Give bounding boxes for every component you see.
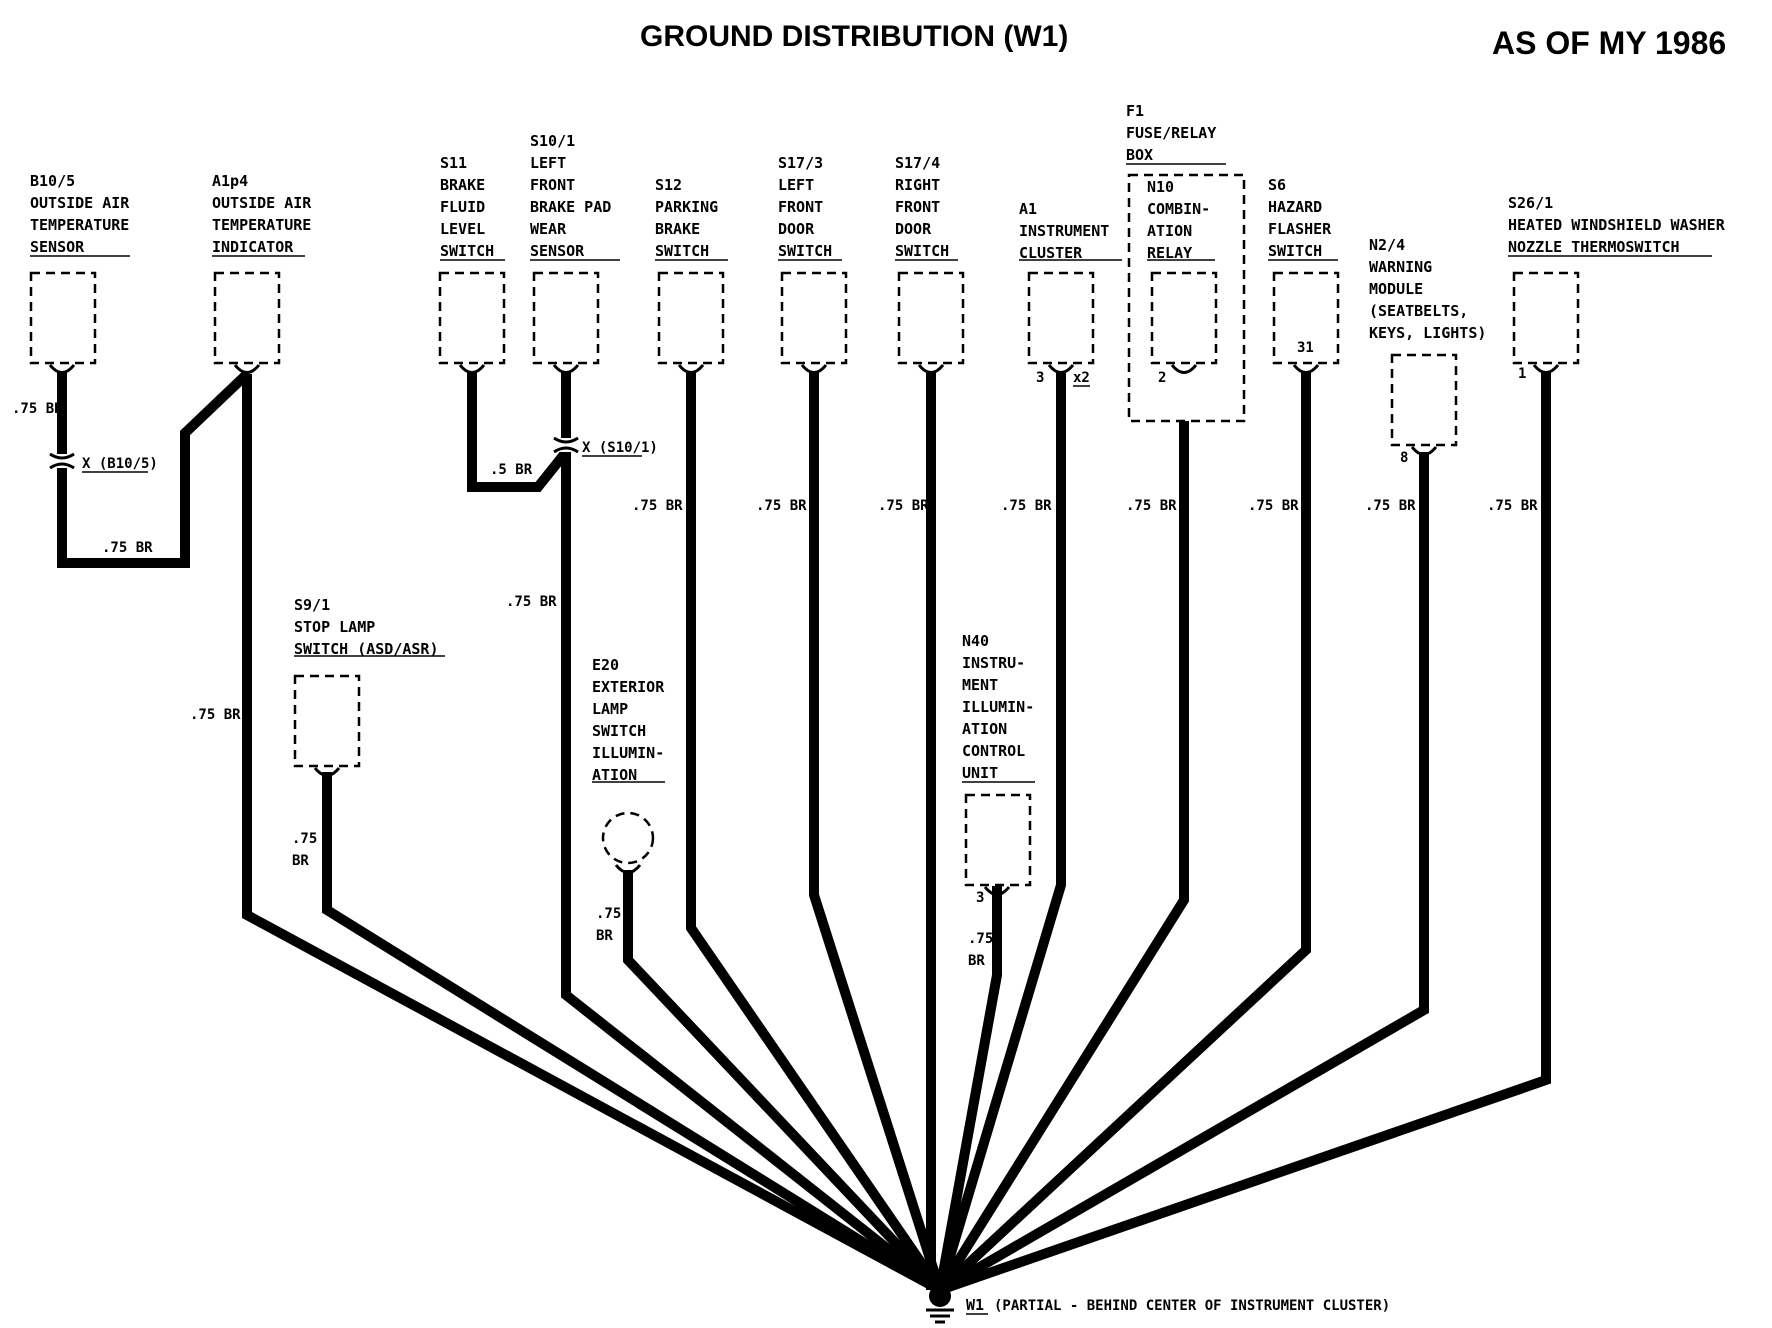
- wire-label-a1: .75 BR: [1001, 498, 1052, 514]
- wire-label-n10: .75 BR: [1126, 498, 1177, 514]
- wire-s11: [467, 372, 570, 492]
- wire-label-n2-4: .75 BR: [1365, 498, 1416, 514]
- s9-1-box: [293, 674, 361, 768]
- n40-box: [964, 793, 1032, 887]
- wire-e20: [623, 870, 944, 1294]
- s6-box: [1272, 271, 1340, 365]
- wire-label-a1p4: .75 BR: [190, 707, 241, 723]
- wire-label-s12: .75 BR: [632, 498, 683, 514]
- wire-n10: [935, 372, 1189, 1293]
- wire-label-s17-4: .75 BR: [878, 498, 929, 514]
- n10-box: [1150, 271, 1218, 365]
- s17-3-box: [780, 271, 848, 365]
- wire-label-b10-5-bottom: .75 BR: [102, 540, 153, 556]
- wire-a1: [935, 372, 1066, 1292]
- a1-pin-3: 3: [1036, 370, 1044, 386]
- wire-a1p4: [242, 374, 943, 1295]
- b10-5-box: [29, 271, 97, 365]
- wire-label-s10-1: .75 BR: [506, 594, 557, 610]
- a1-box: [1027, 271, 1095, 365]
- s12-box: [657, 271, 725, 365]
- wire-s9-1: [322, 772, 943, 1295]
- wire-gauge-labels: .75 BR .75 BR .75 BR .5 BR .75 BR .75 BR…: [12, 401, 1538, 969]
- connector-x-s10-1: [552, 436, 580, 454]
- s17-4-box: [897, 271, 965, 365]
- s26-1-box: [1512, 271, 1580, 365]
- a1p4-box: [213, 271, 281, 365]
- wire-s12: [686, 372, 945, 1293]
- s10-1-box: [532, 271, 600, 365]
- connector-label-x-s10-1: X (S10/1): [582, 440, 658, 456]
- label-underlines: [30, 163, 1712, 783]
- wire-label-s17-3: .75 BR: [756, 498, 807, 514]
- wire-label-s26-1: .75 BR: [1487, 498, 1538, 514]
- model-year-label: AS OF MY 1986: [1492, 25, 1726, 61]
- wire-b10-5: [57, 370, 251, 568]
- connector-x-b10-5: [48, 452, 76, 470]
- wire-label-s6: .75 BR: [1248, 498, 1299, 514]
- e20-lamp-symbol: [601, 811, 655, 865]
- a1-pin-x2: x2: [1073, 370, 1090, 386]
- wire-label-b10-5: .75 BR: [12, 401, 63, 417]
- ground-name: W1: [966, 1296, 984, 1314]
- wire-s6: [936, 372, 1311, 1294]
- component-boxes: [29, 271, 1580, 887]
- s11-box: [438, 271, 506, 365]
- s26-1-pin-1: 1: [1518, 366, 1526, 382]
- wire-s10-1: [561, 372, 944, 1294]
- wire-s17-3: [809, 372, 945, 1292]
- wire-s26-1: [938, 372, 1551, 1295]
- n2-4-box: [1390, 353, 1458, 447]
- s6-pin-31: 31: [1297, 340, 1314, 356]
- wire-n40: [935, 886, 1002, 1291]
- diagram-title: GROUND DISTRIBUTION (W1): [640, 20, 1068, 53]
- wires: [57, 370, 1551, 1295]
- n2-4-pin-8: 8: [1400, 450, 1408, 466]
- n10-pin-2: 2: [1158, 370, 1166, 386]
- connector-label-x-b10-5: X (B10/5): [82, 456, 158, 472]
- ground-symbol-w1: [926, 1285, 954, 1324]
- terminals: [48, 364, 1560, 896]
- wire-label-s11: .5 BR: [490, 462, 533, 478]
- n40-pin-3: 3: [976, 890, 984, 906]
- ground-note: (PARTIAL - BEHIND CENTER OF INSTRUMENT C…: [994, 1298, 1390, 1314]
- wire-n2-4: [937, 452, 1429, 1295]
